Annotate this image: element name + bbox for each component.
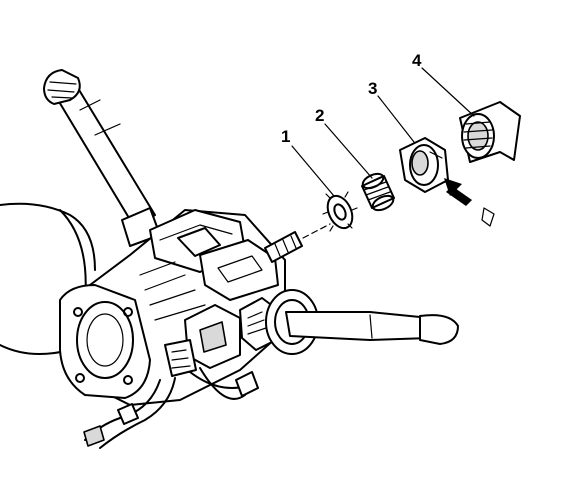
callout-leaders [291, 67, 475, 197]
upper-stalk [43, 69, 161, 247]
callout-4: 4 [412, 51, 422, 70]
callout-1: 1 [281, 127, 290, 146]
callout-2: 2 [315, 106, 324, 125]
callout-3: 3 [368, 79, 377, 98]
part-3-sensor-ring [399, 137, 449, 193]
part-2-spring [361, 172, 395, 212]
part-4-hub [459, 101, 521, 163]
column-housing [0, 202, 319, 406]
wiring-harness [83, 367, 259, 449]
part-1-toothed-washer [322, 191, 358, 232]
lower-stalk [285, 311, 459, 345]
screw-with-arrow [444, 178, 495, 227]
steering-shaft [264, 223, 331, 263]
